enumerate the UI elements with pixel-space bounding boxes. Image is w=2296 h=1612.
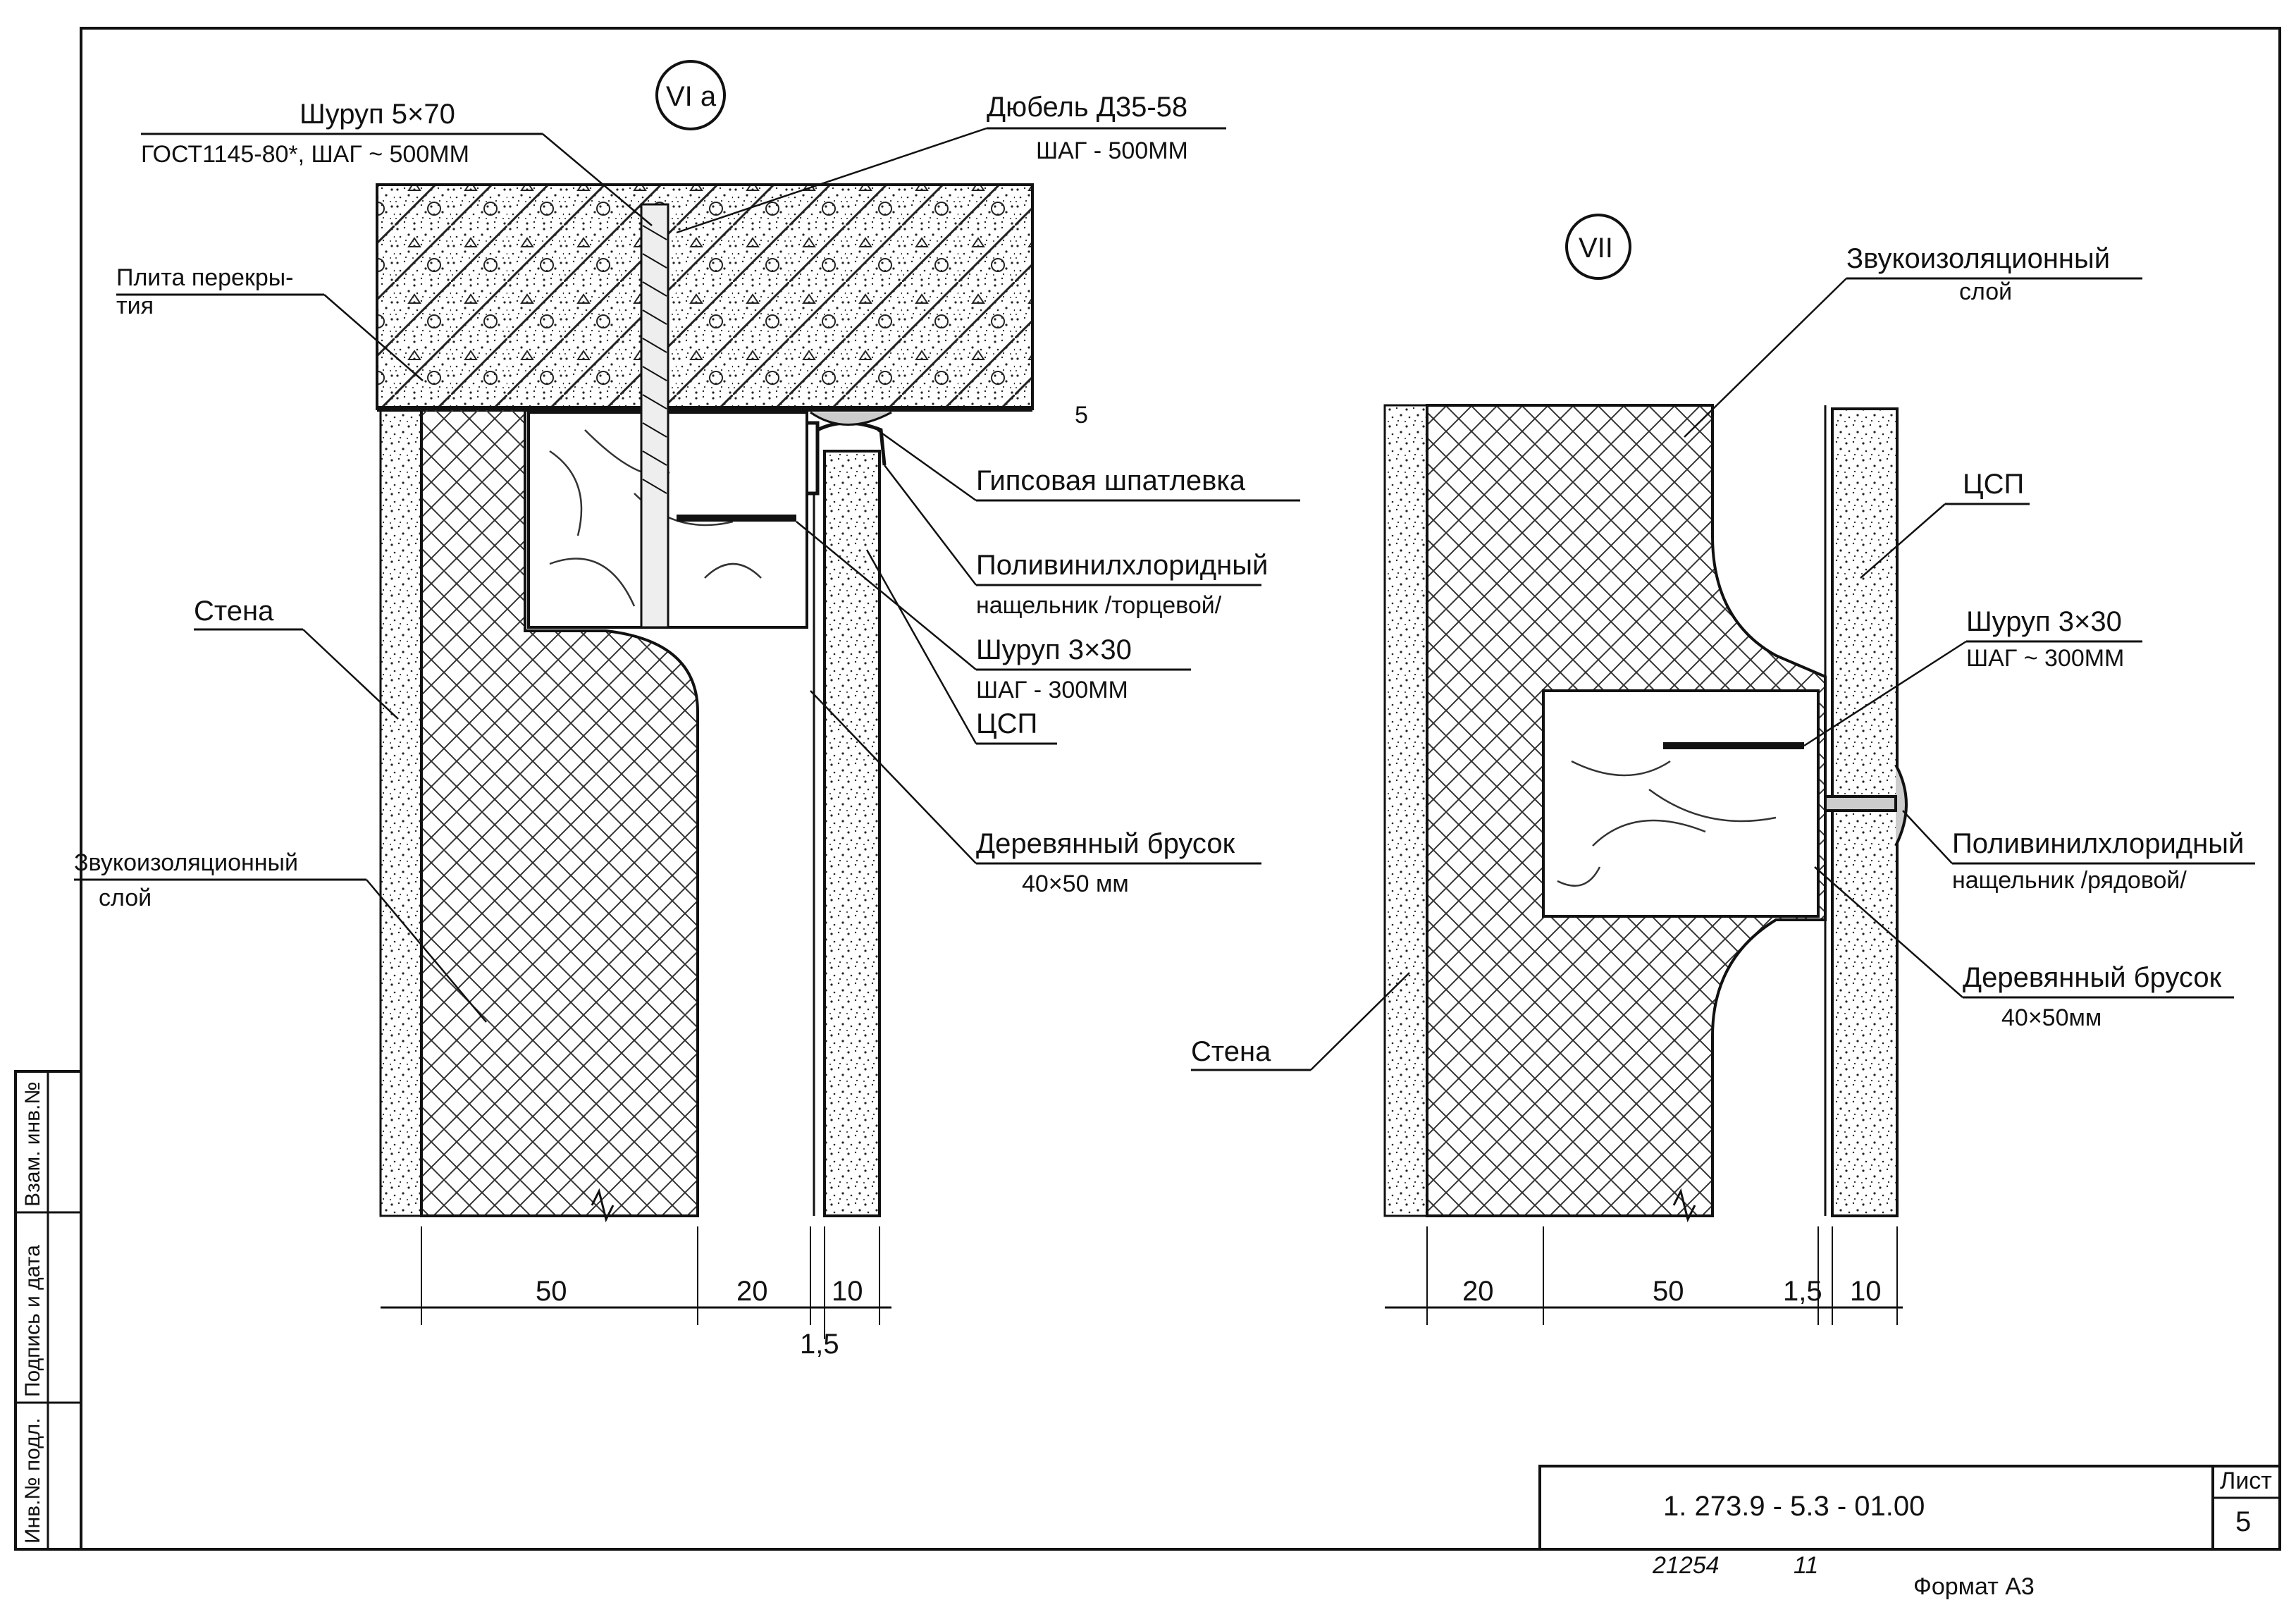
dim-b-10: 10	[1850, 1276, 1882, 1307]
label-screw-main-note: ГОСТ1145-80*, ШАГ ~ 500ММ	[141, 141, 469, 168]
plaster-filler	[810, 411, 892, 426]
dim-a-20: 20	[736, 1276, 768, 1307]
dim-a-1-5: 1,5	[800, 1329, 839, 1360]
label-plaster: Гипсовая шпатлевка	[976, 465, 1246, 496]
dimension-line-b: 20 50 1,5 10	[1385, 1226, 1903, 1325]
label-pvc-1: Поливинилхлоридный	[976, 550, 1268, 581]
sheet-number: 5	[2235, 1506, 2251, 1537]
label-screw-small-note: ШАГ - 300ММ	[976, 677, 1128, 703]
wall-layer-b	[1383, 404, 1428, 1217]
label-sound-b-1: Звукоизоляционный	[1846, 243, 2110, 274]
floor-slab	[376, 183, 1034, 410]
document-code: 1. 273.9 - 5.3 - 01.00	[1663, 1491, 1925, 1522]
title-block: Лист 5 1. 273.9 - 5.3 - 01.00	[1538, 1465, 2281, 1551]
footer-extra: 11	[1794, 1552, 1818, 1579]
label-bar-size: 40×50 мм	[1022, 870, 1129, 897]
sound-insulation	[420, 407, 699, 1217]
screw-main	[640, 203, 669, 629]
label-dowel: Дюбель Д35-58	[987, 92, 1187, 123]
label-pvc-b-1: Поливинилхлоридный	[1952, 828, 2244, 859]
label-gap-5: 5	[1075, 402, 1088, 429]
tag-circle-via	[655, 60, 726, 130]
label-screw-small: Шуруп 3×30	[976, 634, 1132, 665]
section-vii: VII Звукоизоляционный слой ЦСП Шуруп 3×3…	[1191, 214, 2255, 1325]
section-via: VI a Шуруп 5×70 ГОСТ1145-80*, ШАГ ~ 500М…	[74, 60, 1300, 1360]
label-sound-a-1: Звукоизоляционный	[74, 849, 298, 876]
stamp-replace-label: Взам. инв.№	[21, 1081, 44, 1207]
label-dowel-note: ШАГ - 500ММ	[1036, 137, 1188, 164]
label-bar: Деревянный брусок	[976, 828, 1235, 859]
footer-format: Формат А3	[1913, 1573, 2035, 1600]
stamp-inv-label: Инв.№ подл.	[21, 1417, 44, 1544]
sheet-frame	[80, 27, 2281, 1551]
label-screw-b-note: ШАГ ~ 300ММ	[1966, 645, 2124, 672]
label-csp-b: ЦСП	[1963, 469, 2024, 500]
label-slab-2: тия	[116, 293, 154, 319]
label-sound-b-2: слой	[1959, 278, 2012, 305]
label-bar-b-size: 40×50мм	[2001, 1004, 2101, 1031]
dim-a-10: 10	[832, 1276, 863, 1307]
dim-a-50: 50	[536, 1276, 567, 1307]
csp-board-b	[1831, 407, 1899, 1217]
wooden-bar-b	[1542, 689, 1820, 918]
side-stamp: Инв.№ подл. Подпись и дата Взам. инв.№	[14, 1070, 82, 1551]
dim-b-50: 50	[1653, 1276, 1684, 1307]
stamp-signature-label: Подпись и дата	[21, 1245, 44, 1397]
tag-circle-vii	[1565, 214, 1631, 280]
label-screw-main: Шуруп 5×70	[300, 99, 455, 130]
label-pvc-b-2: нащельник /рядовой/	[1952, 867, 2187, 894]
pvc-trim-row	[1824, 764, 1908, 847]
label-wall-a: Стена	[194, 596, 274, 627]
label-sound-a-2: слой	[99, 885, 152, 911]
label-slab-1: Плита перекры-	[116, 264, 294, 291]
label-bar-b: Деревянный брусок	[1963, 962, 2222, 993]
label-wall-b: Стена	[1191, 1036, 1271, 1067]
dim-b-20: 20	[1462, 1276, 1494, 1307]
label-screw-b: Шуруп 3×30	[1966, 606, 2122, 637]
footer-number: 21254	[1652, 1552, 1720, 1579]
csp-board	[823, 450, 881, 1217]
label-csp: ЦСП	[976, 708, 1037, 739]
label-pvc-2: нащельник /торцевой/	[976, 592, 1222, 619]
dimension-line-a: 50 20 10 1,5	[381, 1226, 891, 1360]
tag-vii: VII	[1579, 233, 1613, 264]
dim-b-1-5: 1,5	[1783, 1276, 1822, 1307]
wall-layer	[379, 407, 423, 1217]
sheet-label: Лист	[2220, 1468, 2272, 1494]
tag-via: VI a	[666, 81, 717, 112]
